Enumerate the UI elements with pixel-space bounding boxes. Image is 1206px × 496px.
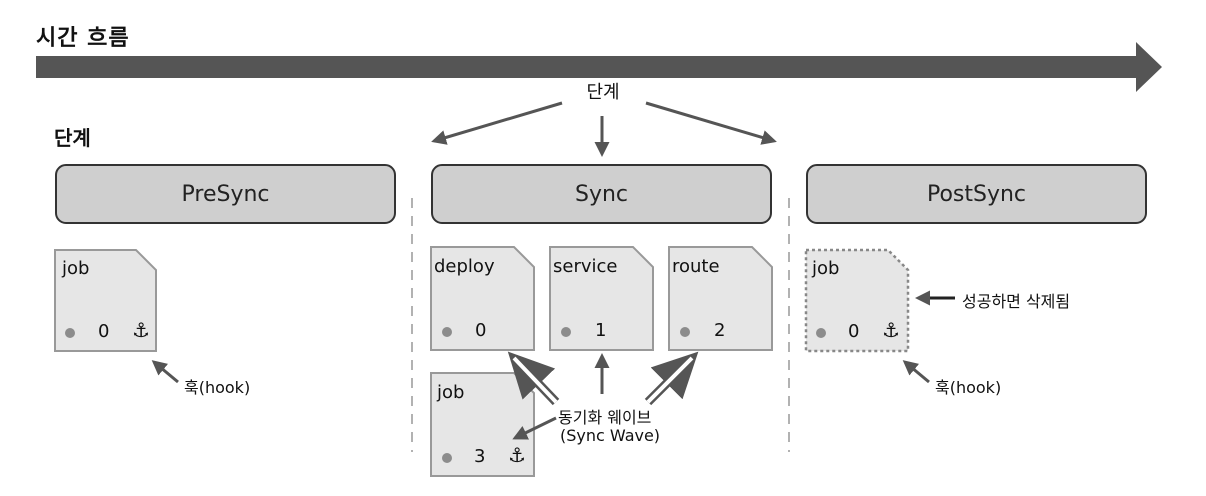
phase-postsync: PostSync: [806, 164, 1147, 224]
anchor-icon: ⚓: [882, 318, 900, 342]
sync-deploy-wave: 0: [475, 320, 487, 341]
hook-arrow-left: [151, 360, 179, 384]
sync-route-dot: [680, 327, 690, 337]
presync-job-wave: 0: [98, 321, 110, 342]
presync-job-dot: [65, 328, 75, 338]
anchor-icon: ⚓: [508, 443, 526, 467]
sync-service-doc: [549, 246, 654, 351]
sync-deploy-dot: [442, 327, 452, 337]
postsync-job-doc: [804, 248, 910, 353]
sync-deploy-doc: [430, 246, 535, 351]
postsync-job-dot: [816, 328, 826, 338]
stage-top-label: 단계: [586, 82, 620, 103]
sync-wave-arrow-route: [644, 351, 699, 406]
sync-wave-label-en: (Sync Wave): [560, 426, 661, 445]
postsync-job-wave: 0: [848, 321, 860, 342]
sync-route-name: route: [672, 256, 720, 277]
sync-wave-label: 동기화 웨이브: [558, 408, 652, 427]
sync-service-wave: 1: [595, 320, 607, 341]
stage-arrow-left: [431, 101, 563, 145]
timeline-arrow: [36, 42, 1162, 92]
presync-job-name: job: [62, 258, 90, 279]
deleted-on-success-label: 성공하면 삭제됨: [962, 292, 1071, 311]
sync-service-name: service: [553, 256, 618, 277]
presync-job-doc: [54, 249, 157, 352]
sync-deploy-name: deploy: [434, 256, 495, 277]
hook-arrow-right: [902, 360, 930, 384]
sync-route-wave: 2: [714, 320, 726, 341]
sync-wave-arrow-job: [512, 416, 557, 440]
postsync-job-name: job: [812, 258, 840, 279]
anchor-icon: ⚓: [132, 318, 150, 342]
sync-job-wave: 3: [474, 446, 486, 467]
sync-job-dot: [442, 453, 452, 463]
time-flow-title: 시간 흐름: [36, 26, 130, 51]
sync-route-doc: [668, 246, 773, 351]
stage-label: 단계: [54, 126, 91, 150]
stage-arrow-right: [645, 101, 777, 145]
hook-label-left: 훅(hook): [184, 378, 251, 397]
sync-service-dot: [561, 327, 571, 337]
phase-sync: Sync: [431, 164, 772, 224]
sync-job-name: job: [437, 382, 465, 403]
hook-label-right: 훅(hook): [935, 378, 1002, 397]
sync-wave-arrow-deploy: [507, 351, 560, 406]
phase-presync: PreSync: [55, 164, 396, 224]
